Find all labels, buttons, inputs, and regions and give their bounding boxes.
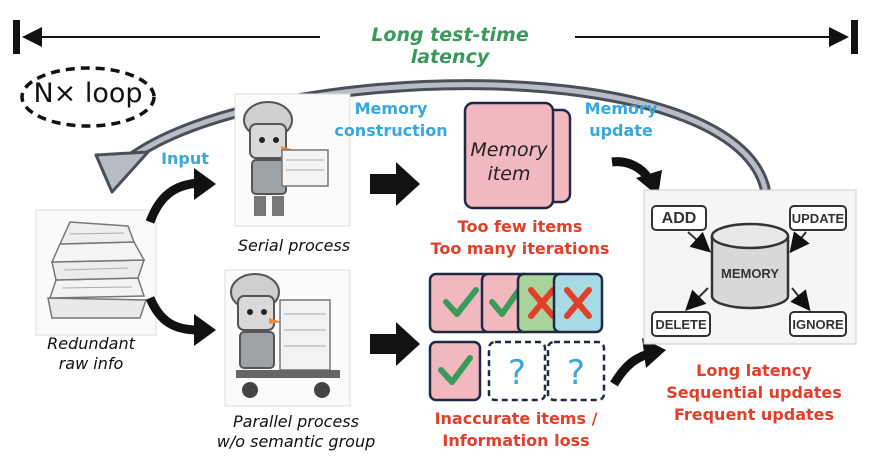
update-problem: Long latency Sequential updates Frequent… [660, 360, 848, 426]
item-to-memory-arrow [611, 157, 652, 181]
ignore-arrow [790, 287, 811, 312]
cross-icon [528, 287, 556, 319]
add-arrow [687, 231, 711, 253]
memory-item-line1: Memory [470, 139, 548, 161]
tile-check-3[interactable] [428, 340, 482, 402]
delete-arrow [685, 287, 709, 311]
parallel-problem: Inaccurate items / Information loss [418, 408, 614, 452]
tile-unknown-1[interactable] [487, 340, 547, 402]
raw-info-line2: raw info [58, 354, 124, 373]
parallel-problem-line2: Information loss [442, 431, 590, 450]
memory-item-line2: item [488, 163, 531, 185]
latency-label: Long test-time latency [371, 24, 529, 68]
input-arrow-down [145, 296, 199, 335]
serial-to-item-arrow [370, 162, 420, 206]
parallel-line1: Parallel process [233, 412, 359, 431]
check-icon [438, 355, 473, 385]
parallel-robot-icon [224, 269, 351, 407]
feedback-arrowhead [94, 150, 150, 194]
serial-problem-line2: Too many iterations [430, 239, 610, 258]
update-problem-line2: Sequential updates [666, 383, 842, 402]
add-button[interactable] [651, 205, 707, 231]
input-arrow-down-head [194, 314, 216, 346]
memory-update-line1: Memory [584, 99, 658, 118]
parallel-caption: Parallel process w/o semantic group [196, 412, 396, 452]
serial-robot-icon [234, 93, 351, 227]
loop-ellipse [20, 66, 156, 128]
update-button[interactable] [789, 205, 847, 231]
delete-button[interactable] [651, 311, 711, 337]
update-problem-line3: Frequent updates [673, 405, 835, 424]
timeline-right-bar [851, 20, 858, 54]
loop-label: N× loop [33, 78, 143, 109]
memory-item-card[interactable] [463, 101, 555, 210]
cross-icon [564, 287, 592, 319]
tile-unknown-2[interactable] [546, 340, 606, 402]
question-icon: ? [508, 353, 526, 393]
serial-caption: Serial process [237, 236, 351, 255]
serial-problem: Too few items Too many iterations [420, 216, 620, 260]
memory-update-label: Memory update [578, 98, 664, 142]
input-label: Input [161, 149, 209, 168]
check-icon [443, 287, 479, 317]
raw-info-line1: Redundant [47, 334, 135, 353]
delete-label: DELETE [655, 317, 707, 332]
update-label: UPDATE [792, 211, 845, 226]
memory-construction-line2: construction [334, 121, 448, 140]
ignore-button[interactable] [789, 311, 847, 337]
feedback-arc-inner [125, 82, 768, 191]
question-icon: ? [567, 353, 585, 393]
memory-construction-label: Memory construction [332, 98, 450, 142]
memory-update-line2: update [589, 121, 653, 140]
memory-construction-line1: Memory [354, 99, 428, 118]
memory-center-label: MEMORY [721, 266, 779, 281]
parallel-to-items-arrow [370, 322, 420, 366]
update-arrow [789, 231, 810, 254]
update-problem-line1: Long latency [696, 361, 812, 380]
check-icon [489, 287, 522, 317]
input-arrow-up-head [194, 168, 216, 200]
raw-paper-pile-icon [35, 209, 157, 336]
raw-info-caption: Redundant raw info [26, 334, 156, 374]
parallel-problem-line1: Inaccurate items / [434, 409, 598, 428]
timeline-left-bar [13, 20, 20, 54]
tiles-to-memory-arrow-head [642, 338, 666, 368]
serial-problem-line1: Too few items [457, 217, 583, 236]
add-label: ADD [662, 210, 697, 227]
input-arrow-up [145, 178, 199, 224]
tiles-to-memory-arrow [610, 349, 650, 387]
parallel-line2: w/o semantic group [216, 432, 376, 451]
memory-database-icon [710, 222, 790, 310]
ignore-label: IGNORE [792, 317, 844, 332]
